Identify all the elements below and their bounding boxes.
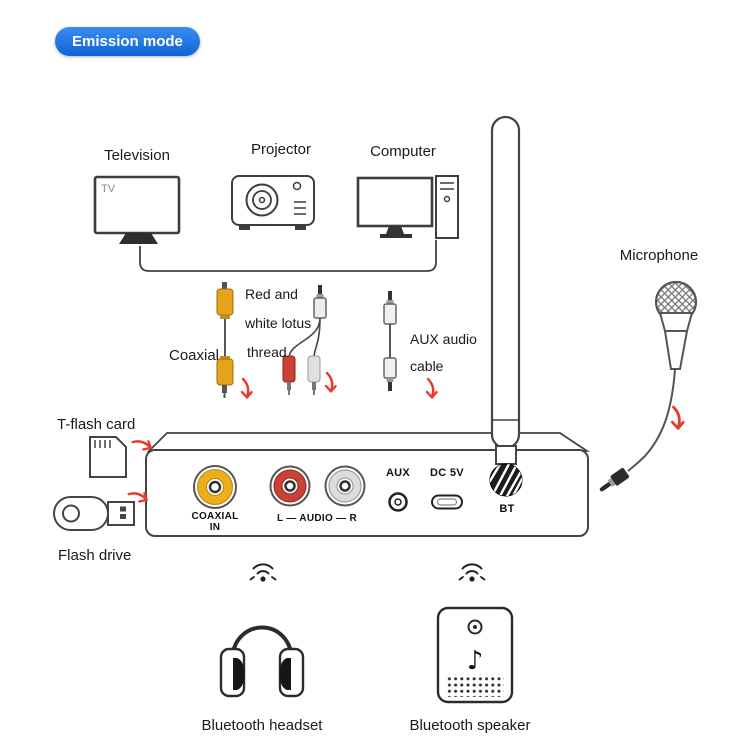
headset-icon bbox=[219, 625, 305, 698]
port-label-dc5v: DC 5V bbox=[430, 467, 464, 479]
arrow-coaxial bbox=[240, 377, 253, 399]
microphone-icon bbox=[654, 280, 698, 370]
mic-plug bbox=[599, 468, 630, 492]
arrow-microphone bbox=[670, 405, 685, 430]
label-computer: Computer bbox=[370, 143, 436, 160]
speaker-icon: ♪ bbox=[436, 606, 514, 704]
label-projector: Projector bbox=[250, 141, 312, 158]
label-aux-line2: cable bbox=[410, 358, 444, 374]
arrow-lotus bbox=[324, 371, 337, 393]
speaker-grille bbox=[446, 674, 504, 697]
label-microphone: Microphone bbox=[619, 247, 699, 264]
label-flash-drive: Flash drive bbox=[58, 547, 132, 564]
label-lotus-line2: white lotus bbox=[245, 315, 312, 331]
tv-icon bbox=[93, 175, 181, 244]
antenna-knurl bbox=[490, 464, 522, 496]
coaxial-in-port bbox=[193, 465, 237, 509]
signal-waves-right bbox=[458, 563, 486, 583]
tflash-card-icon bbox=[89, 436, 127, 478]
computer-icon bbox=[356, 175, 459, 239]
port-label-audio: L — AUDIO — R bbox=[276, 513, 358, 524]
tv-screen-text: TV bbox=[101, 183, 116, 195]
music-note-icon: ♪ bbox=[467, 646, 484, 676]
source-connection-line bbox=[139, 240, 437, 272]
arrow-aux bbox=[425, 377, 438, 399]
dc-5v-port bbox=[431, 494, 463, 510]
flash-drive-icon bbox=[53, 496, 135, 531]
audio-l-port bbox=[269, 465, 311, 507]
port-label-aux: AUX bbox=[385, 467, 411, 479]
signal-waves-left bbox=[249, 563, 277, 583]
label-television: Television bbox=[104, 147, 170, 164]
aux-port bbox=[388, 492, 408, 512]
label-tflash-card: T-flash card bbox=[57, 416, 136, 433]
device-body bbox=[145, 432, 590, 537]
mic-cable bbox=[627, 368, 676, 472]
audio-r-port bbox=[324, 465, 366, 507]
emission-mode-badge: Emission mode bbox=[55, 27, 200, 56]
label-bluetooth-speaker: Bluetooth speaker bbox=[409, 717, 531, 734]
antenna bbox=[489, 115, 523, 497]
port-label-bt: BT bbox=[499, 503, 515, 515]
label-coaxial: Coaxial bbox=[168, 347, 220, 364]
port-label-coaxial: COAXIAL bbox=[191, 511, 239, 522]
label-aux-line1: AUX audio bbox=[410, 331, 477, 347]
port-label-coaxial-in: IN bbox=[209, 522, 221, 533]
label-lotus-line1: Red and bbox=[245, 286, 298, 302]
aux-cable-icon bbox=[383, 291, 397, 391]
projector-icon bbox=[231, 175, 315, 230]
rca-y-cable-icon bbox=[282, 285, 327, 395]
label-lotus-line3: thread bbox=[247, 344, 287, 360]
label-bluetooth-headset: Bluetooth headset bbox=[201, 717, 323, 734]
coaxial-cable-icon bbox=[216, 282, 234, 398]
